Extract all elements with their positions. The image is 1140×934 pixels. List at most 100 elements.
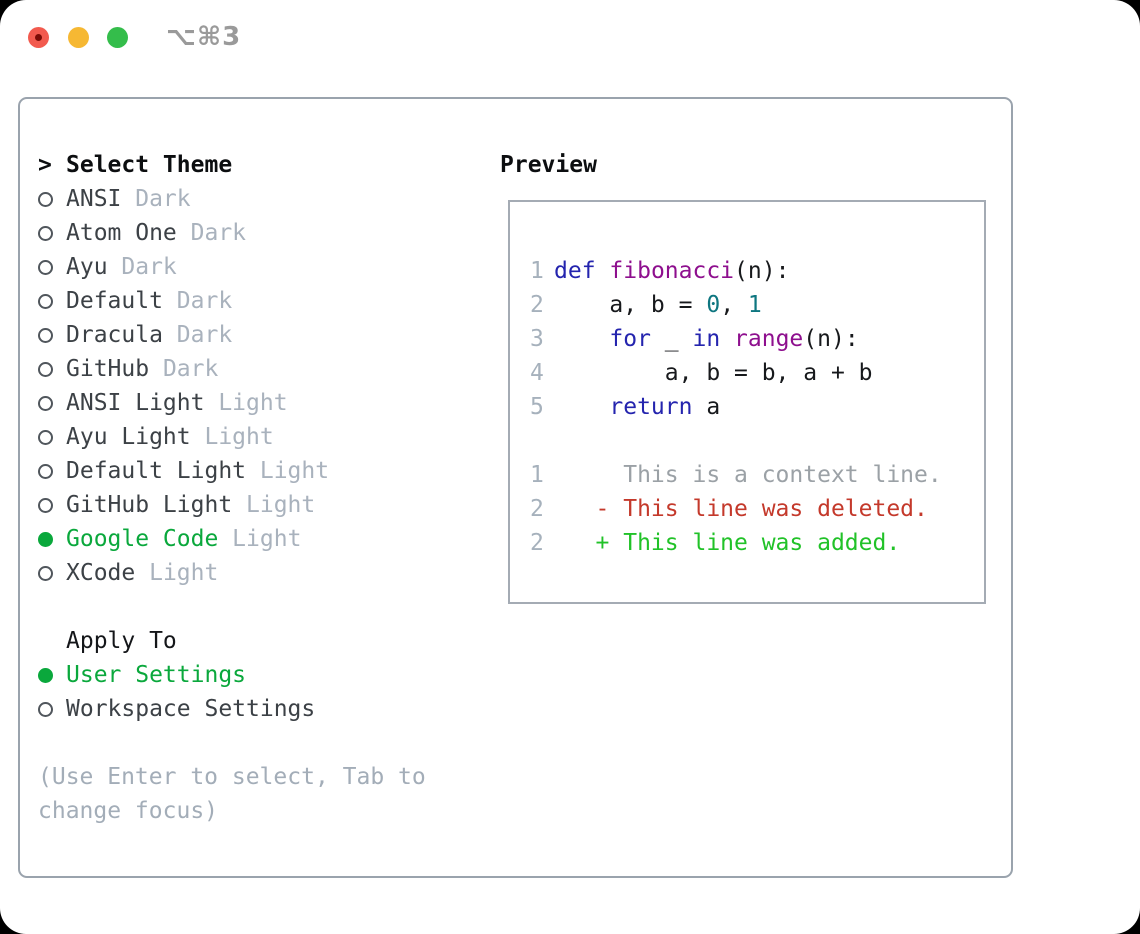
code-token: _ xyxy=(650,326,693,352)
theme-name: Default xyxy=(66,288,163,314)
window-shortcut-label: ⌥⌘3 xyxy=(166,22,242,52)
code-token: def xyxy=(554,258,596,284)
radio-unselected-icon xyxy=(38,429,66,445)
code-token xyxy=(720,326,734,352)
theme-option[interactable]: ANSI Dark xyxy=(38,182,450,216)
theme-option[interactable]: Default Dark xyxy=(38,284,450,318)
apply-option[interactable]: Workspace Settings xyxy=(38,692,450,726)
theme-name: Atom One xyxy=(66,220,177,246)
theme-name: Default Light xyxy=(66,458,247,484)
radio-circle xyxy=(38,327,53,343)
radio-unselected-icon xyxy=(38,293,66,309)
theme-name: GitHub Light xyxy=(66,492,233,518)
theme-option[interactable]: Ayu Dark xyxy=(38,250,450,284)
close-button[interactable] xyxy=(28,27,49,48)
radio-selected-icon xyxy=(38,531,66,547)
theme-variant: Dark xyxy=(107,254,177,280)
diff-line: 2 + This line was added. xyxy=(530,526,984,560)
apply-to-title: Apply To xyxy=(66,628,177,654)
theme-variant: Light xyxy=(204,390,288,416)
radio-circle xyxy=(38,667,53,683)
close-dot-icon xyxy=(35,34,42,41)
radio-unselected-icon xyxy=(38,497,66,513)
minimize-button[interactable] xyxy=(68,27,89,48)
radio-unselected-icon xyxy=(38,361,66,377)
code-token: (n): xyxy=(734,258,790,284)
radio-circle xyxy=(38,463,53,479)
line-number: 5 xyxy=(530,394,544,420)
radio-circle xyxy=(38,361,53,377)
theme-option[interactable]: Dracula Dark xyxy=(38,318,450,352)
code-token: , xyxy=(720,292,748,318)
theme-variant: Light xyxy=(190,424,274,450)
apply-option[interactable]: User Settings xyxy=(38,658,450,692)
theme-option[interactable]: Ayu Light Light xyxy=(38,420,450,454)
radio-unselected-icon xyxy=(38,565,66,581)
radio-unselected-icon xyxy=(38,259,66,275)
radio-unselected-icon xyxy=(38,191,66,207)
theme-picker-title: Select Theme xyxy=(66,152,233,178)
code-line: 5 return a xyxy=(530,390,984,424)
theme-variant: Light xyxy=(246,458,330,484)
prompt-icon: > xyxy=(38,152,52,178)
theme-variant: Light xyxy=(218,526,302,552)
theme-variant: Light xyxy=(135,560,219,586)
apply-option-label: User Settings xyxy=(66,662,247,688)
line-number: 1 xyxy=(530,258,544,284)
theme-name: GitHub xyxy=(66,356,150,382)
code-line: 2 a, b = 0, 1 xyxy=(530,288,984,322)
theme-name: Ayu Light xyxy=(66,424,191,450)
code-token: (n): xyxy=(803,326,859,352)
theme-picker-header: > Select Theme xyxy=(38,148,450,182)
spacer xyxy=(38,590,450,624)
radio-circle xyxy=(38,259,53,275)
radio-circle xyxy=(38,565,53,581)
theme-option[interactable]: GitHub Dark xyxy=(38,352,450,386)
theme-option[interactable]: ANSI Light Light xyxy=(38,386,450,420)
line-number: 4 xyxy=(530,360,544,386)
code-token: a, b = xyxy=(554,292,707,318)
code-token xyxy=(596,258,610,284)
radio-unselected-icon xyxy=(38,701,66,717)
apply-to-header: Apply To xyxy=(38,624,450,658)
radio-circle xyxy=(38,395,53,411)
radio-unselected-icon xyxy=(38,395,66,411)
theme-option[interactable]: Google Code Light xyxy=(38,522,450,556)
theme-option[interactable]: XCode Light xyxy=(38,556,450,590)
theme-name: XCode xyxy=(66,560,136,586)
code-token: range xyxy=(734,326,804,352)
code-token: 1 xyxy=(747,292,762,318)
radio-unselected-icon xyxy=(38,225,66,241)
diff-line: 2 - This line was deleted. xyxy=(530,492,984,526)
code-token: 0 xyxy=(706,292,721,318)
apply-option-label: Workspace Settings xyxy=(66,696,316,722)
code-token: in xyxy=(692,326,721,352)
theme-name: Dracula xyxy=(66,322,163,348)
keyboard-hint: (Use Enter to select, Tab to change focu… xyxy=(38,764,426,824)
theme-variant: Dark xyxy=(149,356,219,382)
preview-title: Preview xyxy=(500,152,597,178)
code-token: for xyxy=(609,326,651,352)
theme-option[interactable]: GitHub Light Light xyxy=(38,488,450,522)
code-token: a, b = b, a + b xyxy=(554,360,873,386)
theme-name: Google Code xyxy=(66,526,219,552)
line-number: 2 xyxy=(530,496,544,522)
spacer xyxy=(38,726,450,760)
line-number: 2 xyxy=(530,292,544,318)
code-token: return xyxy=(609,394,693,420)
theme-variant: Dark xyxy=(162,288,233,314)
theme-option[interactable]: Default Light Light xyxy=(38,454,450,488)
theme-option[interactable]: Atom One Dark xyxy=(38,216,450,250)
line-number: 2 xyxy=(530,530,544,556)
theme-name: Ayu xyxy=(66,254,108,280)
zoom-button[interactable] xyxy=(107,27,128,48)
line-number: 1 xyxy=(530,462,544,488)
